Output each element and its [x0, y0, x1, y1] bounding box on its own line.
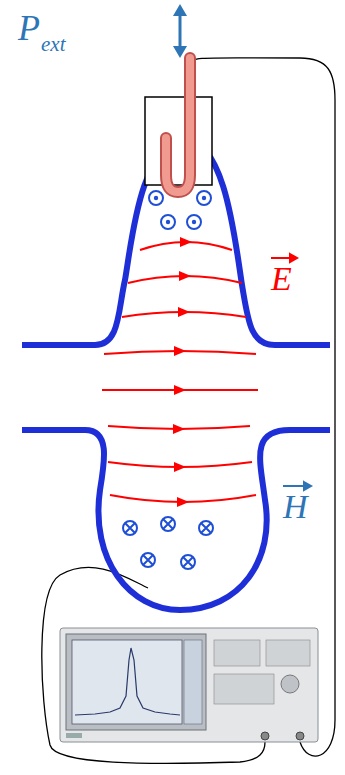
arrowhead	[174, 462, 186, 472]
arrowhead	[179, 271, 191, 281]
field-cross-symbol	[181, 555, 195, 569]
arrowhead	[173, 424, 185, 434]
network-analyzer	[60, 628, 318, 742]
keypad	[266, 640, 310, 666]
field-arrowheads	[173, 237, 192, 507]
cross	[125, 523, 135, 533]
vector-arrow	[271, 254, 297, 262]
arrowhead	[174, 346, 186, 356]
softkeys	[184, 640, 202, 724]
field-cross-symbol	[161, 517, 175, 531]
screen	[72, 640, 182, 724]
cross	[183, 557, 193, 567]
field-dot-symbol	[197, 191, 211, 205]
arrowhead	[177, 497, 189, 507]
arrow-shaft	[271, 257, 292, 259]
screen-bezel	[66, 634, 206, 730]
arrowhead	[173, 4, 187, 16]
field-cross-symbol	[199, 521, 213, 535]
dot	[202, 196, 206, 200]
arrowhead	[174, 385, 186, 395]
test-port	[261, 732, 269, 740]
magnetic-field-in	[123, 517, 213, 569]
vector-arrow	[283, 482, 311, 490]
arrowhead	[290, 254, 297, 262]
field-dot-symbol	[149, 191, 163, 205]
keypad	[214, 640, 260, 666]
power-button	[66, 733, 82, 738]
cavity-wall	[22, 430, 330, 610]
cross	[163, 519, 173, 529]
magnetic-field-out	[149, 191, 211, 229]
power-subscript: ext	[41, 34, 65, 55]
coupler-port	[145, 97, 212, 185]
field-dot-symbol	[187, 215, 201, 229]
arrowhead	[304, 482, 311, 490]
arrowhead	[178, 307, 190, 317]
dot	[192, 220, 196, 224]
coupling-loop	[166, 58, 190, 192]
magnetic-field-label: H	[283, 490, 308, 524]
knob	[281, 675, 299, 693]
dot	[166, 220, 170, 224]
trace	[75, 648, 180, 715]
cross	[201, 523, 211, 533]
electric-field-lines	[102, 242, 258, 502]
field-cross-symbol	[141, 553, 155, 567]
instrument-body	[60, 628, 318, 742]
arrowhead	[173, 46, 187, 58]
magnetic-field-dots	[154, 196, 206, 224]
arrowhead	[180, 237, 192, 247]
power-symbol: P	[18, 10, 40, 46]
arrow-shaft	[283, 485, 306, 487]
dot	[154, 196, 158, 200]
field-dot-symbol	[161, 215, 175, 229]
power-arrow	[179, 14, 182, 48]
electric-field-label: E	[271, 262, 292, 296]
coupling-loop	[166, 58, 190, 192]
test-port	[296, 732, 304, 740]
keypad	[214, 674, 274, 704]
cross	[143, 555, 153, 565]
field-cross-symbol	[123, 521, 137, 535]
